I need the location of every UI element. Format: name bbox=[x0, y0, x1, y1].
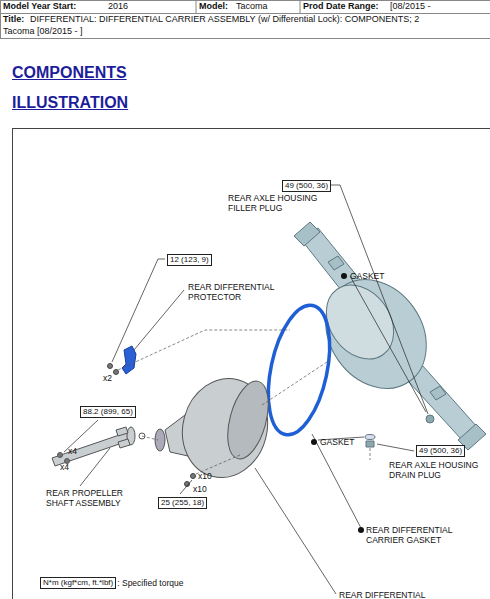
assembly-line bbox=[262, 360, 330, 405]
part-name: GASKET bbox=[320, 437, 354, 447]
leader-line bbox=[255, 468, 336, 594]
torque-value: N*m (kgf*cm, ft.*lbf) bbox=[43, 578, 113, 587]
quantity: x10 bbox=[198, 471, 212, 481]
gasket bbox=[365, 435, 375, 440]
legend-box: N*m (kgf*cm, ft.*lbf) bbox=[40, 577, 116, 589]
part-name: REAR PROPELLER SHAFT ASSEMBLY bbox=[46, 488, 130, 508]
spring-seat bbox=[328, 256, 446, 400]
field-name: Model Year Start: bbox=[3, 1, 76, 11]
torque-value: 25 (255, 18) bbox=[161, 498, 204, 507]
differential-protector bbox=[122, 346, 136, 374]
assembly-line bbox=[370, 448, 371, 460]
part-name: REAR DIFFERENTIAL bbox=[339, 590, 425, 599]
torque-value: 88.2 (899, 65) bbox=[83, 407, 133, 416]
assembly-lines bbox=[118, 330, 370, 474]
leader-line bbox=[377, 444, 414, 451]
torque-box: 25 (255, 18) bbox=[158, 497, 207, 509]
torque-value: 12 (123, 9) bbox=[170, 255, 209, 264]
illustration-frame bbox=[13, 129, 490, 599]
axle-housing bbox=[294, 222, 486, 450]
bolt bbox=[114, 370, 119, 375]
leader-line bbox=[326, 185, 428, 414]
nut bbox=[58, 453, 63, 458]
torque-box: 49 (500, 36) bbox=[282, 180, 331, 192]
quantity: x2 bbox=[103, 373, 112, 383]
field-value: Tacoma [08/2015 - ] bbox=[3, 26, 83, 36]
bullet bbox=[311, 439, 317, 445]
field-name: Prod Date Range: bbox=[303, 1, 379, 11]
leader-line bbox=[312, 434, 362, 530]
propeller-shaft bbox=[52, 427, 145, 466]
torque-value: 49 (500, 36) bbox=[285, 181, 328, 190]
torque-value: 49 (500, 36) bbox=[419, 446, 462, 455]
differential-carrier bbox=[155, 369, 279, 487]
assembly-line bbox=[118, 330, 290, 370]
leader-line bbox=[134, 290, 184, 350]
table-divider bbox=[196, 0, 197, 13]
carrier-gasket bbox=[258, 300, 340, 441]
leader-line bbox=[350, 276, 426, 412]
table-row bbox=[1, 14, 490, 39]
part-name: REAR AXLE HOUSING DRAIN PLUG bbox=[389, 460, 483, 480]
field-value: Tacoma bbox=[236, 1, 268, 11]
housing-bulge bbox=[305, 260, 447, 408]
leader-line bbox=[112, 259, 165, 362]
header-table bbox=[1, 0, 490, 39]
quantity: x4 bbox=[60, 462, 69, 472]
part-name: REAR AXLE HOUSING FILLER PLUG bbox=[228, 193, 328, 213]
table-row bbox=[1, 1, 490, 14]
bullet bbox=[358, 527, 364, 533]
shaft-tube bbox=[52, 432, 131, 466]
part-name: REAR DIFFERENTIAL PROTECTOR bbox=[188, 282, 280, 302]
bullet bbox=[341, 273, 347, 279]
field-name: Model: bbox=[199, 1, 228, 11]
housing-flange bbox=[294, 222, 320, 246]
table-divider bbox=[300, 0, 301, 13]
section-heading: ILLUSTRATION bbox=[12, 94, 128, 112]
pinion-flange bbox=[155, 429, 165, 451]
field-name: Title: bbox=[3, 14, 24, 24]
torque-box: 12 (123, 9) bbox=[167, 254, 212, 266]
leader-line bbox=[80, 448, 110, 486]
assembly-line bbox=[142, 436, 158, 440]
field-value: 2016 bbox=[108, 1, 128, 11]
part-name: REAR DIFFERENTIAL CARRIER GASKET bbox=[366, 525, 460, 545]
carrier-body bbox=[171, 369, 278, 487]
field-value: [08/2015 - bbox=[390, 1, 431, 11]
legend-text: : Specified torque bbox=[117, 578, 183, 588]
part-name: GASKET bbox=[350, 271, 384, 281]
filler-plug bbox=[426, 415, 434, 423]
quantity: x10 bbox=[193, 484, 207, 494]
quantity: x4 bbox=[68, 446, 77, 456]
drain-plug bbox=[366, 441, 374, 447]
bolt bbox=[191, 474, 196, 479]
leader-line bbox=[180, 480, 192, 494]
bolt bbox=[108, 364, 113, 369]
field-value: DIFFERENTIAL: DIFFERENTIAL CARRIER ASSEM… bbox=[30, 14, 419, 24]
yoke-ear bbox=[116, 427, 130, 448]
torque-box: 88.2 (899, 65) bbox=[80, 406, 136, 418]
bullet-marks bbox=[311, 273, 364, 533]
carrier-flange bbox=[220, 377, 275, 464]
torque-box: 49 (500, 36) bbox=[416, 445, 465, 457]
section-heading: COMPONENTS bbox=[12, 64, 127, 82]
